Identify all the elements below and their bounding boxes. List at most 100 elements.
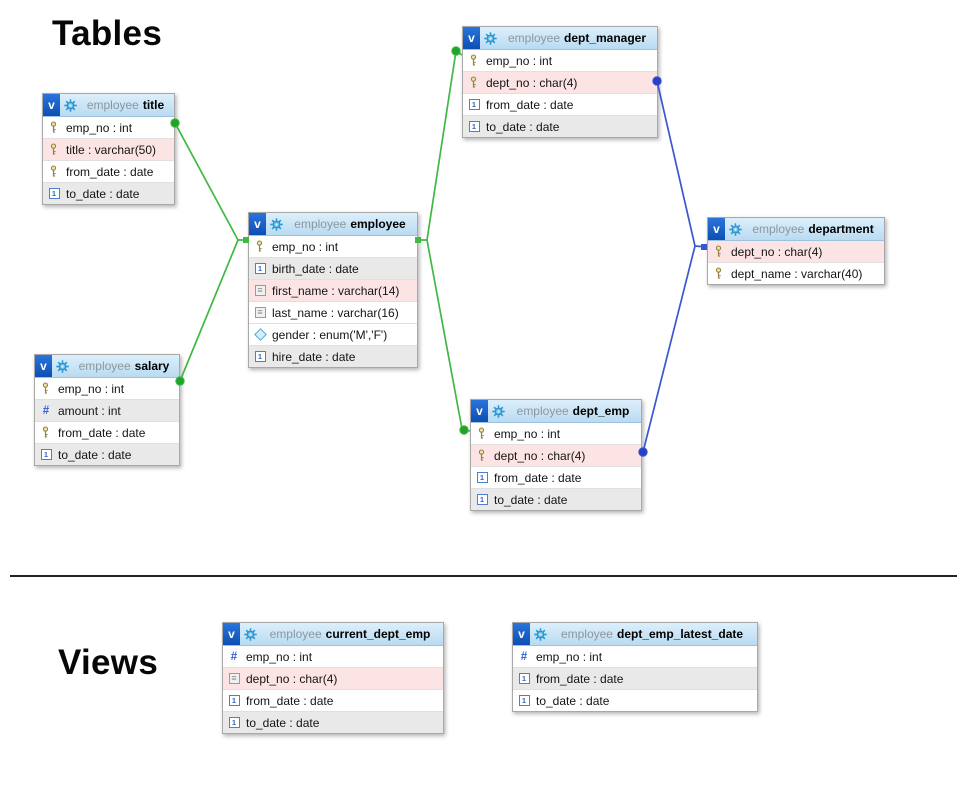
column-label: emp_no : int <box>246 649 313 664</box>
column-label: dept_no : char(4) <box>246 671 338 686</box>
column-label: to_date : date <box>536 693 610 708</box>
int-icon: # <box>230 650 238 663</box>
date-icon: 1 <box>40 448 52 461</box>
column-row[interactable]: #amount : int <box>35 399 179 421</box>
column-label: from_date : date <box>58 425 146 440</box>
gear-icon <box>244 627 257 641</box>
column-list: emp_no : int dept_no : char(4) 1 from_date … <box>471 423 641 510</box>
column-list: emp_no : int 1 birth_date : date ≡first_nam… <box>249 236 417 367</box>
column-label: emp_no : int <box>272 239 339 254</box>
column-label: to_date : date <box>494 492 568 507</box>
column-label: from_date : date <box>486 97 574 112</box>
date-icon: 1 <box>518 672 530 685</box>
column-row[interactable]: title : varchar(50) <box>43 138 174 160</box>
key-icon <box>468 76 480 89</box>
table-name-label: dept_emp_latest_date <box>616 627 744 641</box>
column-row[interactable]: 1 to_date : date <box>513 689 757 711</box>
gear-icon <box>534 627 547 641</box>
gear-icon <box>56 359 69 373</box>
date-icon: 1 <box>228 694 240 707</box>
column-row[interactable]: emp_no : int <box>35 378 179 399</box>
date-icon: 1 <box>48 187 60 200</box>
table-name-label: department <box>808 222 874 236</box>
column-row[interactable]: dept_name : varchar(40) <box>708 262 884 284</box>
key-icon <box>254 240 266 253</box>
schema-name-label: employee <box>294 217 347 231</box>
text-icon: ≡ <box>254 284 266 297</box>
table-name-label: salary <box>134 359 170 373</box>
column-row[interactable]: gender : enum('M','F') <box>249 323 417 345</box>
column-list: dept_no : char(4) dept_name : varchar(40) <box>708 241 884 284</box>
key-icon <box>713 245 725 258</box>
column-row[interactable]: dept_no : char(4) <box>471 444 641 466</box>
column-row[interactable]: ≡last_name : varchar(16) <box>249 301 417 323</box>
column-row[interactable]: emp_no : int <box>249 236 417 257</box>
column-row[interactable]: ≡dept_no : char(4) <box>223 667 443 689</box>
date-icon: 1 <box>254 350 266 363</box>
column-row[interactable]: #emp_no : int <box>513 646 757 667</box>
column-row[interactable]: 1 from_date : date <box>471 466 641 488</box>
column-row[interactable]: 1 to_date : date <box>35 443 179 465</box>
column-label: dept_name : varchar(40) <box>731 266 863 281</box>
tables-section-heading: Tables <box>52 14 163 53</box>
column-row[interactable]: 1 birth_date : date <box>249 257 417 279</box>
column-label: from_date : date <box>494 470 582 485</box>
column-row[interactable]: from_date : date <box>43 160 174 182</box>
view-badge-icon: v <box>471 400 488 422</box>
column-row[interactable]: from_date : date <box>35 421 179 443</box>
date-icon: 1 <box>518 694 530 707</box>
column-row[interactable]: emp_no : int <box>463 50 657 71</box>
column-label: emp_no : int <box>494 426 561 441</box>
view-badge-icon: v <box>223 623 240 645</box>
column-label: to_date : date <box>246 715 320 730</box>
gear-icon <box>484 31 497 45</box>
date-icon: 1 <box>476 471 488 484</box>
column-row[interactable]: dept_no : char(4) <box>708 241 884 262</box>
column-row[interactable]: ≡first_name : varchar(14) <box>249 279 417 301</box>
date-icon: 1 <box>254 262 266 275</box>
key-icon <box>48 165 60 178</box>
column-label: to_date : date <box>486 119 560 134</box>
column-label: from_date : date <box>66 164 154 179</box>
column-row[interactable]: emp_no : int <box>471 423 641 444</box>
key-icon <box>468 54 480 67</box>
schema-name-label: employee <box>78 359 131 373</box>
schema-name-label: employee <box>560 627 613 641</box>
column-label: to_date : date <box>58 447 132 462</box>
column-label: birth_date : date <box>272 261 359 276</box>
column-row[interactable]: emp_no : int <box>43 117 174 138</box>
key-icon <box>48 121 60 134</box>
column-row[interactable]: dept_no : char(4) <box>463 71 657 93</box>
column-row[interactable]: # emp_no : int <box>223 646 443 667</box>
